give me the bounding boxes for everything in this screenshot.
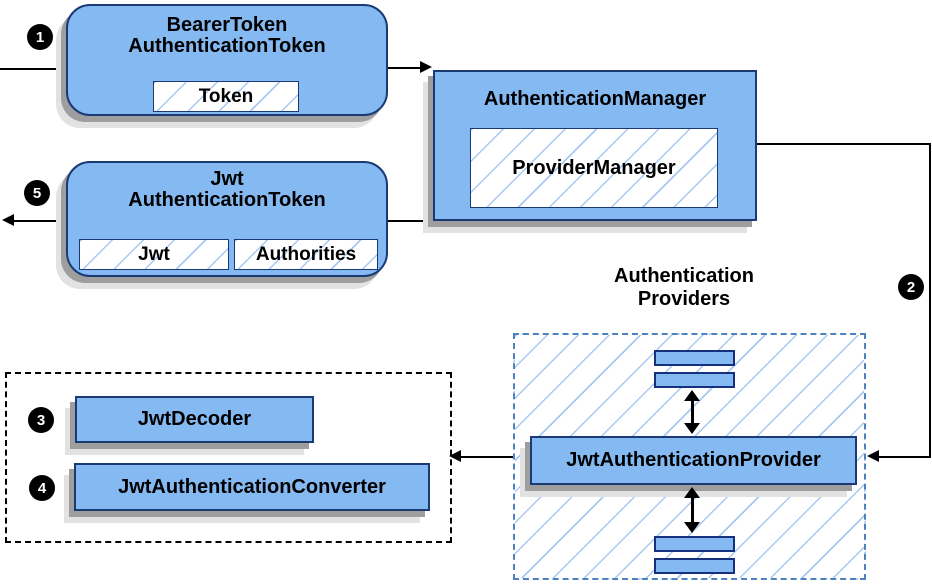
jwt-decoder-box: JwtDecoder [75, 396, 314, 443]
provider-placeholder-bar [654, 350, 735, 366]
arrow-step5-outgoing-line [13, 220, 66, 222]
provider-placeholder-bar [654, 536, 735, 552]
jwt-token-title-line1: Jwt [210, 168, 244, 190]
authentication-manager-box: AuthenticationManager ProviderManager [433, 70, 757, 221]
step-badge-3: 3 [28, 407, 54, 433]
bearer-token-title-line2: AuthenticationToken [128, 35, 326, 57]
provider-placeholder-bar [654, 558, 735, 574]
jwt-authentication-token-box: Jwt AuthenticationToken Jwt Authorities [66, 161, 388, 277]
jwt-authentication-converter-box: JwtAuthenticationConverter [74, 463, 430, 511]
authentication-manager-title: AuthenticationManager [483, 88, 707, 110]
step-badge-4: 4 [29, 475, 55, 501]
arrow-provider-to-converters-head-icon [449, 450, 461, 462]
arrow-bearer-to-manager-line [388, 67, 420, 69]
jwt-authentication-provider-box: JwtAuthenticationProvider [530, 436, 857, 485]
arrow-step5-head-icon [2, 214, 14, 226]
authentication-providers-label: Authentication Providers [554, 265, 814, 311]
providers-label-line2: Providers [637, 288, 731, 310]
provider-placeholder-bar [654, 372, 735, 388]
authorities-chip: Authorities [234, 239, 378, 270]
provider-manager-chip: ProviderManager [470, 128, 718, 208]
arrow-step1-incoming-line [0, 68, 66, 70]
double-arrow-icon [684, 390, 700, 434]
authentication-providers-group: JwtAuthenticationProvider [513, 333, 866, 580]
bearer-token-title-line1: BearerToken [166, 14, 288, 36]
jwt-converters-group: JwtDecoder JwtAuthenticationConverter [5, 372, 452, 543]
arrow-step2-top-line [757, 143, 931, 145]
arrow-step2-vertical-line [929, 143, 931, 458]
arrow-bearer-to-manager-head-icon [420, 61, 432, 73]
step-badge-1: 1 [27, 24, 53, 50]
double-arrow-icon [684, 487, 700, 533]
bearer-token-box-title: BearerToken AuthenticationToken [68, 6, 386, 57]
jwt-token-box-title: Jwt AuthenticationToken [68, 163, 386, 211]
arrow-step2-head-icon [867, 450, 879, 462]
providers-label-line1: Authentication [614, 265, 754, 287]
jwt-token-title-line2: AuthenticationToken [128, 189, 326, 211]
step-badge-2: 2 [898, 274, 924, 300]
line-manager-to-jwt-token [388, 220, 434, 222]
step-badge-5: 5 [24, 180, 50, 206]
arrow-step2-bottom-line [879, 456, 931, 458]
jwt-chip: Jwt [79, 239, 229, 270]
arrow-provider-to-converters-line [461, 456, 515, 458]
token-chip: Token [153, 81, 299, 112]
bearer-token-authentication-token-box: BearerToken AuthenticationToken Token [66, 4, 388, 116]
